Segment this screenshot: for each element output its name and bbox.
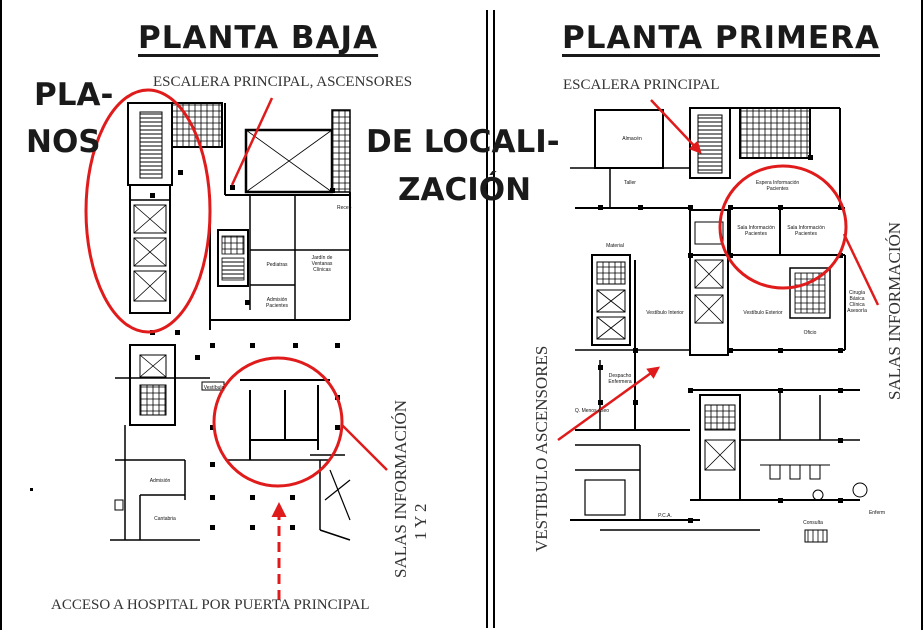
- ground-info-rooms-line-2: 1 Y 2: [411, 503, 430, 540]
- info-rooms-circle-first: [718, 164, 848, 290]
- ground-info-rooms-label: SALAS INFORMACIÓN: [391, 360, 410, 578]
- room-label: P.C.A.: [658, 513, 672, 519]
- ground-floor-heading: PLANTA BAJA: [138, 20, 379, 56]
- room-label: Recep: [337, 205, 352, 211]
- room-label: Cantabria: [154, 516, 176, 522]
- panel-divider: [486, 10, 495, 628]
- room-label: Admisión Pacientes: [266, 297, 288, 309]
- room-label: Admisión: [149, 478, 171, 484]
- rooms-pointer-ground: [341, 424, 388, 471]
- room-label: Sala Información Pacientes: [737, 225, 775, 237]
- first-info-rooms-label: SALAS INFORMACIÓN: [885, 221, 904, 400]
- elevator-column: [129, 184, 171, 314]
- stairs-arrow-first: [650, 99, 702, 154]
- ground-floor-plan: [110, 102, 351, 541]
- room-label: Enferm: [868, 510, 886, 516]
- ground-info-rooms-line-1: SALAS INFORMACIÓN: [391, 399, 410, 578]
- room-label: Espera Información Pacientes: [755, 180, 800, 192]
- room-label: Jardín de Ventanas Clínicas: [311, 255, 333, 273]
- room-label: Consulta: [803, 520, 823, 526]
- first-vestibule-label: VESTIBULO ASCENSORES: [532, 345, 551, 552]
- first-floor-plan: [570, 107, 868, 543]
- ground-stairs-label: ESCALERA PRINCIPAL, ASCENSORES: [153, 74, 413, 90]
- room-label: Oficio: [803, 330, 817, 336]
- access-label: ACCESO A HOSPITAL POR PUERTA PRINCIPAL: [51, 597, 370, 613]
- stairs-elevators-circle: [84, 88, 212, 334]
- room-label: Cirugía Básica Clínica Asesoría: [847, 290, 867, 314]
- title-part-1: PLA-: [34, 77, 114, 113]
- first-columns: [598, 155, 843, 523]
- info-rooms-circle-ground: [212, 356, 344, 488]
- room-label: Sala Información Pacientes: [787, 225, 825, 237]
- room-label: Despacho Enfermera: [608, 373, 632, 385]
- rooms-pointer-first: [842, 233, 880, 306]
- room-label: Almacén: [622, 136, 642, 142]
- first-stairs-label: ESCALERA PRINCIPAL: [563, 77, 720, 93]
- room-label: Pediatras: [266, 262, 288, 268]
- room-label: Vestíbulo Exterior: [743, 310, 783, 316]
- room-label: Q. Menos Aseo: [574, 408, 610, 414]
- stairs-pointer-ground: [230, 97, 274, 186]
- first-floor-heading: PLANTA PRIMERA: [562, 20, 880, 56]
- room-label: Material: [606, 243, 624, 249]
- title-part-3: DE LOCALI-: [366, 124, 560, 160]
- title-part-4: ZACIÓN: [398, 172, 532, 208]
- room-label: Taller: [624, 180, 636, 186]
- annotations: [84, 88, 880, 600]
- room-label: Vestíbulo Interior: [646, 310, 684, 316]
- vestibule-arrow-first: [557, 366, 661, 442]
- room-label: Vestíbulo: [203, 385, 225, 391]
- title-part-2: NOS: [26, 124, 101, 160]
- stray-dot: [30, 488, 33, 491]
